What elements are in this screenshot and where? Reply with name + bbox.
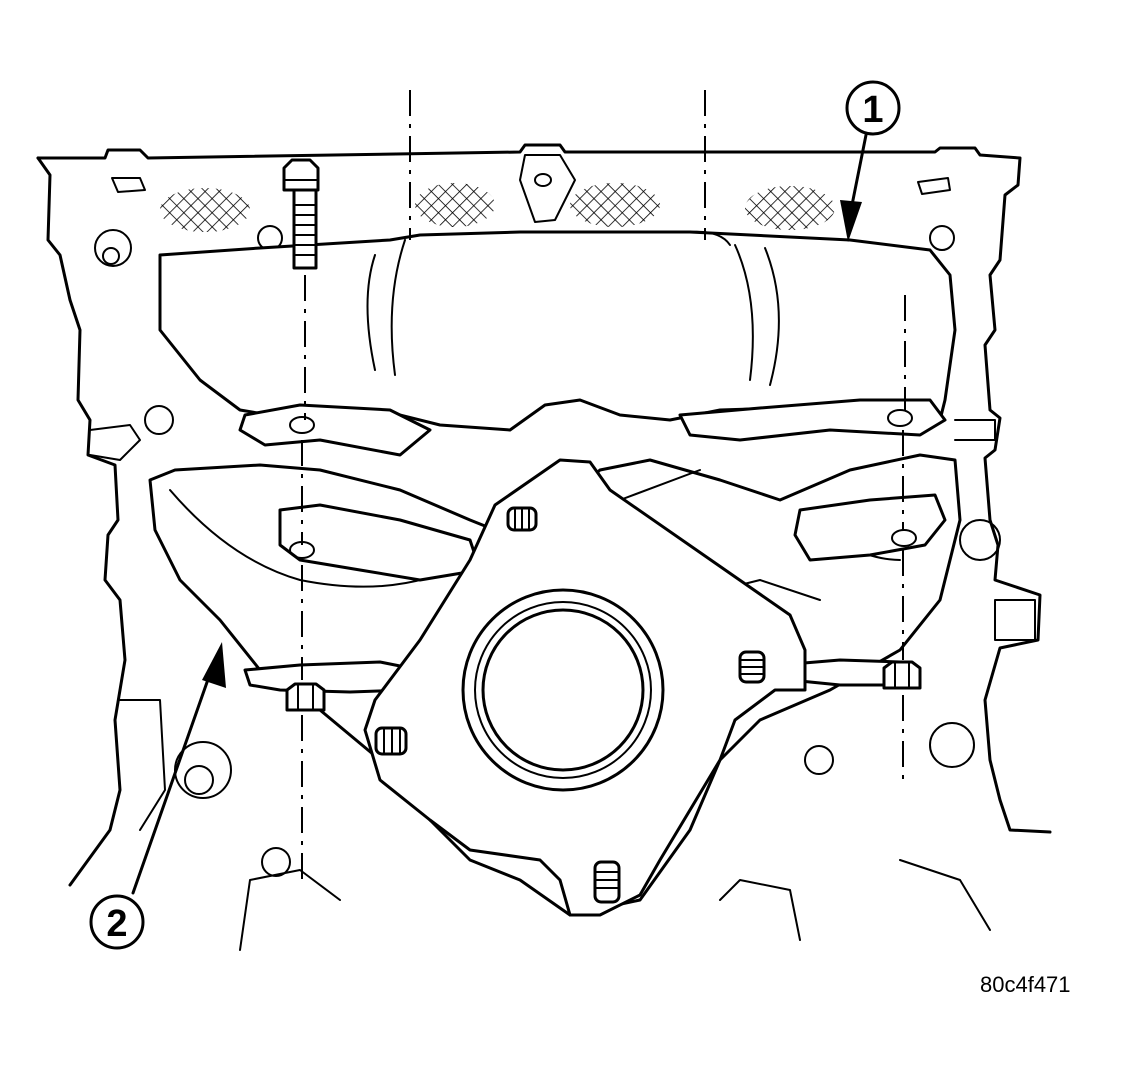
callout-1-number: 1	[862, 89, 883, 131]
lower-nut-right	[882, 660, 922, 690]
upper-bolt	[282, 158, 320, 270]
stud-upper	[506, 506, 538, 532]
lower-nut-left	[285, 682, 326, 712]
gasket-hatch-areas	[160, 183, 835, 232]
stud-right	[738, 650, 766, 684]
alignment-lines	[301, 90, 906, 880]
stud-left	[374, 726, 408, 756]
cylinder-head-outline	[36, 143, 1052, 951]
callout-2-number: 2	[106, 903, 127, 945]
heat-shield	[158, 230, 957, 432]
outlet-flange	[363, 458, 807, 917]
stud-bottom	[593, 860, 621, 904]
studs	[374, 506, 766, 904]
figure-code: 80c4f471	[980, 972, 1071, 997]
callout-2: 2	[89, 642, 226, 950]
callout-1: 1	[840, 80, 901, 242]
